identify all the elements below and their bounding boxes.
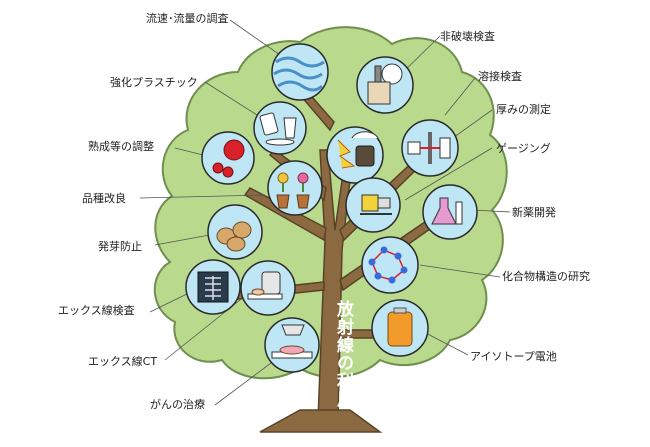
cancer-treatment-bubble [264, 317, 320, 373]
ripening-control-bubble [201, 131, 255, 185]
label-nondestructive-inspection: 非破壊検査 [440, 30, 495, 43]
label-variety-improvement: 品種改良 [82, 192, 126, 205]
reinforced-plastic-bubble [253, 101, 307, 155]
xray-ct-bubble [240, 260, 296, 316]
label-xray-inspection: エックス線検査 [58, 304, 135, 317]
gauging-bubble [345, 177, 401, 233]
label-xray-ct: エックス線CT [88, 355, 158, 368]
label-gauging: ゲージング [496, 142, 551, 155]
isotope-battery-bubble [371, 299, 429, 357]
new-drug-development-bubble [422, 184, 478, 240]
thickness-measurement-bubble [401, 119, 459, 177]
flow-survey-bubble [271, 43, 329, 101]
trunk-title: 放射線の利用 [333, 300, 353, 408]
label-isotope-battery: アイソトープ電池 [470, 350, 557, 363]
label-ripening-control: 熟成等の調整 [88, 140, 154, 153]
sprout-prevention-bubble [207, 204, 263, 260]
label-cancer-treatment: がんの治療 [150, 398, 205, 411]
nondestructive-inspection-bubble [356, 56, 414, 114]
label-sprout-prevention: 発芽防止 [98, 240, 142, 253]
weld-inspection-bubble [326, 126, 384, 184]
label-reinforced-plastic: 強化プラスチック [110, 76, 198, 89]
label-weld-inspection: 溶接検査 [478, 70, 522, 83]
label-thickness-measurement: 厚みの測定 [496, 103, 551, 116]
xray-inspection-bubble [185, 259, 241, 315]
label-compound-structure-research: 化合物構造の研究 [502, 270, 590, 283]
variety-improvement-bubble [267, 160, 323, 216]
compound-structure-bubble [361, 236, 419, 294]
label-new-drug-development: 新薬開発 [512, 206, 556, 219]
label-flow-survey: 流速･流量の調査 [146, 12, 229, 25]
